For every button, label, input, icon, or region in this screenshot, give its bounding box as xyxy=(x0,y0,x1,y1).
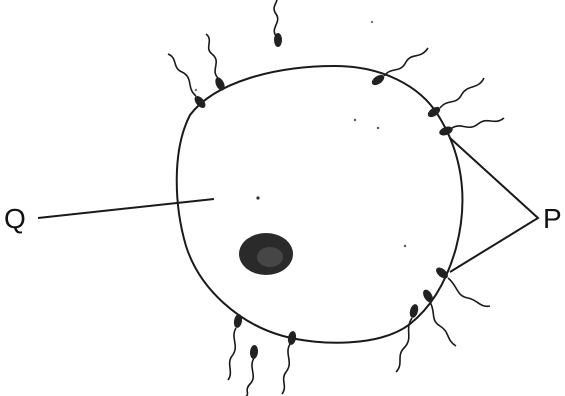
cytoplasm-speck xyxy=(377,127,379,129)
sperm-cell xyxy=(426,78,484,119)
egg-cell-membrane xyxy=(177,66,463,343)
label-q: Q xyxy=(4,203,26,234)
sperm-cell xyxy=(246,345,259,396)
sperm-cell xyxy=(421,288,456,346)
cytoplasm-speck xyxy=(195,89,197,91)
cytoplasm-speck xyxy=(354,119,356,121)
sperm-cell xyxy=(434,265,490,306)
sperm-cell xyxy=(438,118,504,137)
cytoplasm-speck xyxy=(371,21,373,23)
sperm-cell xyxy=(282,330,297,394)
cytoplasm-speck xyxy=(256,196,259,199)
sperm-cell xyxy=(168,54,208,110)
sperm-cell xyxy=(206,34,227,92)
cytoplasm-speck xyxy=(404,245,406,247)
sperm-cell xyxy=(228,313,243,380)
nucleus-highlight xyxy=(257,247,283,267)
label-p: P xyxy=(543,203,562,234)
sperm-cell xyxy=(274,0,282,47)
